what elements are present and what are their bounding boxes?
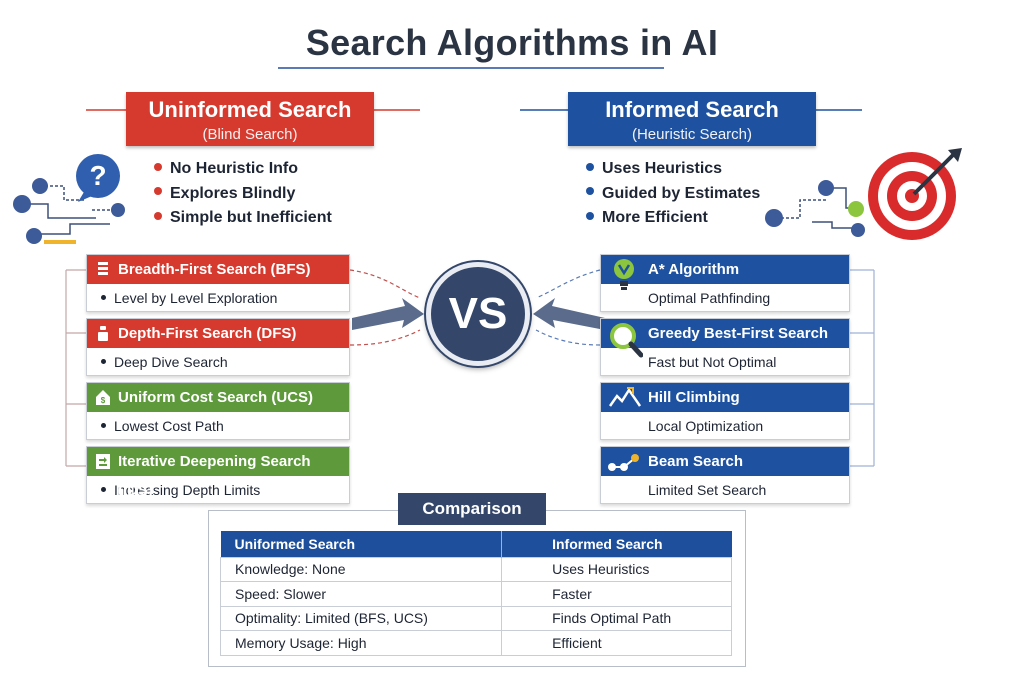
page-title: Search Algorithms in AI bbox=[305, 22, 719, 63]
bullet-item: Simple but Inefficient bbox=[154, 206, 332, 231]
column-header: Informed Search bbox=[501, 531, 732, 557]
card-greedy: Greedy Best-First Search Fast but Not Op… bbox=[600, 318, 850, 376]
algorithm-name: Depth-First Search (DFS) bbox=[118, 325, 297, 342]
column-header: Uniformed Search bbox=[220, 531, 502, 557]
algorithm-name: Iterative Deepening Search (IDS) bbox=[118, 453, 311, 499]
table-cell: Optimality: Limited (BFS, UCS) bbox=[219, 605, 503, 631]
card-hill-climbing: Hill Climbing Local Optimization bbox=[600, 382, 850, 440]
lightbulb-icon bbox=[614, 259, 634, 290]
card-ucs: $ Uniform Cost Search (UCS) Lowest Cost … bbox=[86, 382, 350, 440]
table-cell: Efficient bbox=[501, 630, 732, 656]
card-bfs: Breadth-First Search (BFS) Level by Leve… bbox=[86, 254, 350, 312]
network-graph-right bbox=[776, 187, 858, 229]
svg-text:$: $ bbox=[101, 396, 106, 405]
informed-title: Informed Search bbox=[605, 97, 779, 122]
algorithm-name: Hill Climbing bbox=[648, 389, 740, 406]
title-underline bbox=[278, 67, 664, 69]
target-icon bbox=[868, 148, 962, 240]
tree-levels-icon bbox=[98, 262, 108, 275]
algorithm-desc: Deep Dive Search bbox=[114, 354, 228, 370]
algorithm-name: Uniform Cost Search (UCS) bbox=[118, 389, 314, 406]
algorithm-desc: Increasing Depth Limits bbox=[114, 482, 261, 498]
informed-header: Informed Search (Heuristic Search) bbox=[568, 92, 816, 146]
bullet-item: More Efficient bbox=[586, 206, 760, 231]
uninformed-header: Uninformed Search (Blind Search) bbox=[126, 92, 374, 146]
algorithm-desc: Local Optimization bbox=[648, 418, 764, 434]
bullet-item: No Heuristic Info bbox=[154, 157, 332, 182]
informed-subtitle: (Heuristic Search) bbox=[631, 126, 753, 143]
algorithm-desc: Optimal Pathfinding bbox=[648, 290, 771, 306]
table-header-row: Uniformed Search Informed Search bbox=[220, 531, 732, 557]
svg-text:?: ? bbox=[89, 160, 106, 191]
magnifier-icon bbox=[610, 323, 643, 358]
algorithm-desc: Limited Set Search bbox=[648, 482, 767, 498]
comparison-table: Uniformed Search Informed Search Knowled… bbox=[219, 531, 732, 656]
algorithm-name: Greedy Best-First Search bbox=[648, 325, 829, 342]
bullet-item: Explores Blindly bbox=[154, 182, 332, 207]
algorithm-name: Beam Search bbox=[648, 453, 744, 470]
uninformed-bullets: No Heuristic Info Explores Blindly Simpl… bbox=[154, 157, 332, 231]
informed-bullets: Uses Heuristics Guided by Estimates More… bbox=[586, 157, 760, 231]
beam-path-icon bbox=[608, 454, 639, 471]
card-dfs: Depth-First Search (DFS) Deep Dive Searc… bbox=[86, 318, 350, 376]
table-cell: Faster bbox=[501, 581, 732, 607]
deepening-icon bbox=[96, 454, 110, 469]
bullet-item: Guided by Estimates bbox=[586, 182, 760, 207]
bullet-item: Uses Heuristics bbox=[586, 157, 760, 182]
table-cell: Finds Optimal Path bbox=[501, 605, 732, 631]
uninformed-title: Uninformed Search bbox=[148, 97, 352, 122]
table-row: Optimality: Limited (BFS, UCS) Finds Opt… bbox=[219, 605, 732, 631]
uninformed-subtitle: (Blind Search) bbox=[202, 126, 298, 143]
table-cell: Knowledge: None bbox=[219, 556, 503, 582]
algorithm-desc: Fast but Not Optimal bbox=[648, 354, 777, 370]
algorithm-name: Breadth-First Search (BFS) bbox=[118, 261, 311, 278]
table-cell: Uses Heuristics bbox=[501, 556, 732, 582]
question-bubble-icon: ? bbox=[76, 154, 120, 202]
cost-icon: $ bbox=[96, 390, 110, 405]
table-row: Knowledge: None Uses Heuristics bbox=[219, 556, 732, 582]
table-row: Memory Usage: High Efficient bbox=[219, 630, 732, 656]
comparison-label: Comparison bbox=[398, 493, 546, 525]
algorithm-desc: Lowest Cost Path bbox=[114, 418, 224, 434]
card-astar: A* Algorithm Optimal Pathfinding bbox=[600, 254, 850, 312]
card-ids: Iterative Deepening Search (IDS) Increas… bbox=[86, 446, 350, 504]
card-beam: Beam Search Limited Set Search bbox=[600, 446, 850, 504]
vs-badge: VS bbox=[426, 262, 530, 366]
depth-icon bbox=[98, 326, 108, 341]
algorithm-desc: Level by Level Exploration bbox=[114, 290, 278, 306]
table-row: Speed: Slower Faster bbox=[219, 581, 732, 607]
table-cell: Memory Usage: High bbox=[219, 630, 503, 656]
algorithm-name: A* Algorithm bbox=[648, 261, 740, 278]
mountain-trend-icon bbox=[609, 387, 641, 407]
table-cell: Speed: Slower bbox=[219, 581, 503, 607]
